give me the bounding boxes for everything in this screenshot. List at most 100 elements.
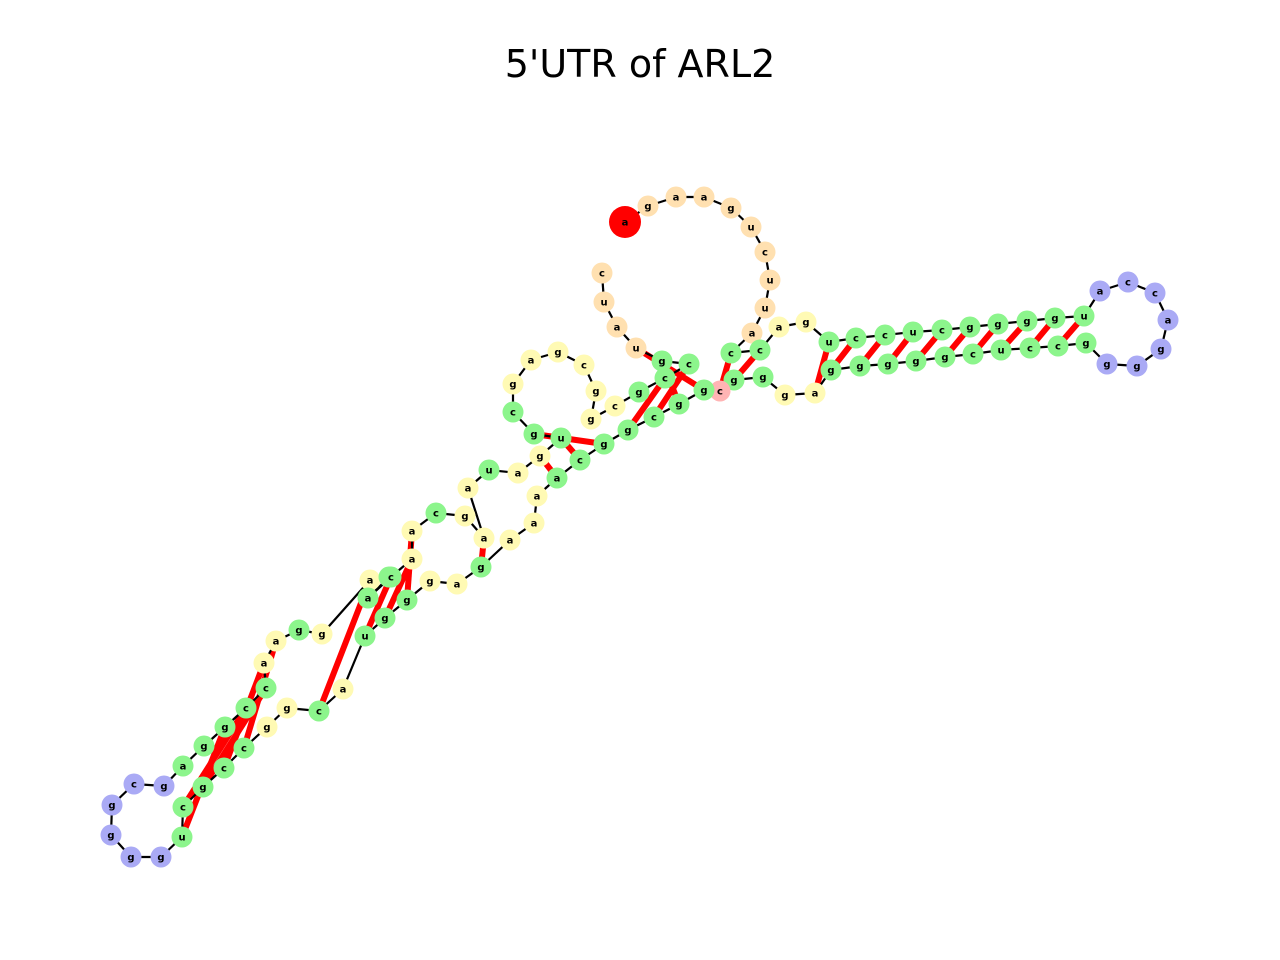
- nucleotide-label: g: [200, 742, 207, 753]
- nucleotide-node: a: [499, 529, 521, 551]
- nucleotide-label: g: [700, 386, 707, 397]
- nucleotide-node: c: [569, 449, 591, 471]
- nucleotide-label: g: [727, 204, 734, 215]
- nucleotide-label: c: [717, 387, 723, 398]
- nucleotide-label: c: [388, 573, 394, 584]
- nucleotide-label: a: [367, 576, 374, 587]
- nucleotide-node: c: [380, 566, 402, 588]
- nucleotide-circle: [401, 548, 423, 570]
- nucleotide-node: a: [265, 630, 287, 652]
- nucleotide-circle: [276, 697, 298, 719]
- nucleotide-label: g: [1157, 345, 1164, 356]
- nucleotide-label: g: [781, 391, 788, 402]
- nucleotide-label: g: [127, 853, 134, 864]
- nucleotide-circle: [1073, 305, 1095, 327]
- nucleotide-label: a: [812, 389, 819, 400]
- nucleotide-label: a: [531, 519, 538, 530]
- nucleotide-circle: [473, 527, 495, 549]
- nucleotide-label: c: [651, 413, 657, 424]
- nucleotide-label: g: [157, 853, 164, 864]
- nucleotide-circle: [795, 311, 817, 333]
- nucleotide-label: g: [263, 723, 270, 734]
- nucleotide-circle: [625, 337, 647, 359]
- nucleotide-label: c: [662, 374, 668, 385]
- nucleotide-label: g: [318, 630, 325, 641]
- nucleotide-node: u: [354, 625, 376, 647]
- nucleotide-circle: [654, 367, 676, 389]
- nucleotide-circle: [120, 846, 142, 868]
- nucleotide-circle: [643, 406, 665, 428]
- nucleotide-circle: [311, 623, 333, 645]
- nucleotide-circle: [585, 380, 607, 402]
- nucleotide-circle: [934, 346, 956, 368]
- nucleotide-node: g: [192, 776, 214, 798]
- nucleotide-label: c: [612, 402, 618, 413]
- nucleotide-circle: [357, 587, 379, 609]
- nucleotide-label: c: [1055, 342, 1061, 353]
- nucleotide-node: g: [593, 433, 615, 455]
- nucleotide-circle: [192, 776, 214, 798]
- nucleotide-label: a: [1165, 316, 1172, 327]
- nucleotide-circle: [820, 359, 842, 381]
- nucleotide-node: u: [478, 459, 500, 481]
- nucleotide-node: g: [100, 824, 122, 846]
- nucleotide-label: g: [600, 440, 607, 451]
- nucleotide-node: g: [820, 359, 842, 381]
- nucleotide-circle: [651, 350, 673, 372]
- nucleotide-label: g: [199, 783, 206, 794]
- nucleotide-label: a: [515, 469, 522, 480]
- nucleotide-circle: [1144, 282, 1166, 304]
- nucleotide-label: g: [1023, 317, 1030, 328]
- nucleotide-label: g: [644, 202, 651, 213]
- nucleotide-label: a: [365, 594, 372, 605]
- nucleotide-node: c: [643, 406, 665, 428]
- nucleotide-circle: [759, 269, 781, 291]
- nucleotide-label: a: [409, 555, 416, 566]
- nucleotide-node: g: [256, 716, 278, 738]
- nucleotide-node: g: [693, 379, 715, 401]
- nucleotide-label: u: [1080, 312, 1087, 323]
- nucleotide-label: c: [853, 334, 859, 345]
- nucleotide-circle: [678, 353, 700, 375]
- nucleotide-label: a: [673, 193, 680, 204]
- nucleotide-node: g: [580, 408, 602, 430]
- nucleotide-circle: [569, 449, 591, 471]
- nucleotide-label: g: [635, 388, 642, 399]
- nucleotide-label: g: [283, 704, 290, 715]
- nucleotide-node: a: [523, 512, 545, 534]
- nucleotide-node: c: [604, 395, 626, 417]
- nucleotide-node: g: [1126, 355, 1148, 377]
- nucleotide-label: g: [107, 831, 114, 842]
- nucleotide-node: g: [150, 846, 172, 868]
- nucleotide-label: g: [802, 318, 809, 329]
- nucleotide-circle: [523, 512, 545, 534]
- nucleotide-label: c: [970, 350, 976, 361]
- nucleotide-label: c: [599, 269, 605, 280]
- nucleotide-node: a: [253, 652, 275, 674]
- nucleotide-node: c: [754, 241, 776, 263]
- nucleotide-circle: [741, 322, 763, 344]
- nucleotide-circle: [502, 401, 524, 423]
- nucleotide-node: c: [172, 796, 194, 818]
- nucleotide-circle: [520, 349, 542, 371]
- nucleotide-label: u: [909, 328, 916, 339]
- nucleotide-node: g: [523, 423, 545, 445]
- nucleotide-circle: [818, 331, 840, 353]
- base-pair-bond: [382, 557, 415, 620]
- nucleotide-circle: [478, 459, 500, 481]
- nucleotide-node: c: [308, 700, 330, 722]
- nucleotide-circle: [591, 262, 613, 284]
- nucleotide-node: g: [905, 350, 927, 372]
- nucleotide-circle: [235, 697, 257, 719]
- nucleotide-label: a: [340, 685, 347, 696]
- nucleotide-node: u: [1073, 305, 1095, 327]
- nucleotide-circle: [193, 735, 215, 757]
- nucleotide-circle: [213, 757, 235, 779]
- nucleotide-circle: [265, 630, 287, 652]
- nucleotide-circle: [665, 186, 687, 208]
- nucleotide-circle: [150, 846, 172, 868]
- nucleotide-circle: [580, 408, 602, 430]
- nucleotide-circle: [171, 826, 193, 848]
- nucleotide-circle: [446, 573, 468, 595]
